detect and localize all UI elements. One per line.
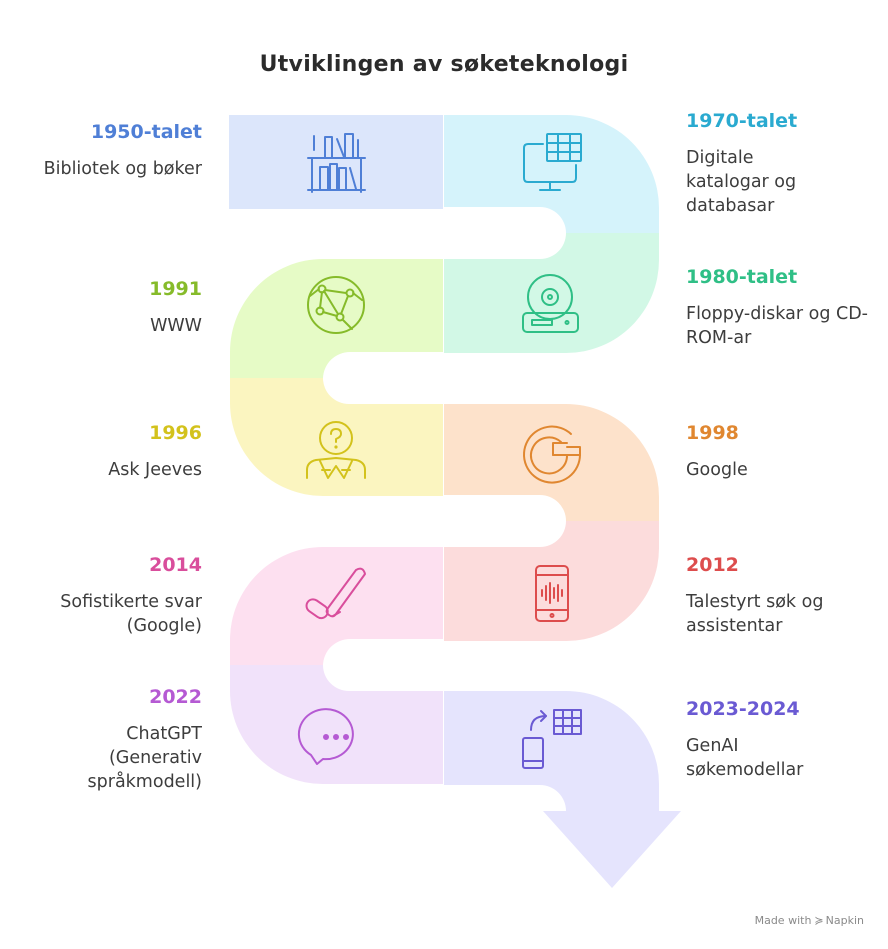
napkin-credit: Made with≽Napkin	[755, 914, 864, 927]
segment-1996	[230, 378, 443, 496]
disk-drive-icon	[522, 274, 579, 333]
page-title: Utviklingen av søketeknologi	[259, 52, 629, 77]
year-2012: 2012	[686, 554, 739, 576]
made-with-label: Made with	[754, 914, 812, 927]
year-1950: 1950-talet	[90, 121, 202, 143]
brand-label: Napkin	[825, 914, 864, 927]
year-1996: 1996	[149, 422, 202, 444]
segment-2023	[444, 691, 681, 888]
desc-1950: Bibliotek og bøker	[43, 159, 202, 179]
segment-2014	[230, 547, 443, 665]
year-2022: 2022	[149, 686, 202, 708]
desc-2014: Sofistikerte svar (Google)	[60, 592, 202, 636]
segment-1950	[229, 115, 443, 209]
year-1970: 1970-talet	[686, 110, 798, 132]
monitor-database-icon	[523, 133, 582, 191]
segment-1980	[444, 233, 659, 353]
bookshelf-icon	[307, 133, 366, 193]
year-2023-2024: 2023-2024	[686, 698, 800, 720]
desc-2022: ChatGPT (Generativ språkmodell)	[87, 724, 202, 792]
desc-1980: Floppy-diskar og CD-ROM-ar	[686, 304, 868, 348]
device-transfer-icon	[522, 709, 582, 769]
segment-1998	[444, 404, 659, 521]
segment-1970	[444, 115, 659, 233]
desc-1996: Ask Jeeves	[108, 460, 202, 480]
butler-question-icon	[306, 421, 366, 479]
segment-2022	[230, 665, 443, 784]
desc-1991: WWW	[150, 316, 202, 336]
year-1980: 1980-talet	[686, 266, 798, 288]
magic-wand-icon	[305, 567, 366, 620]
phone-voice-icon	[535, 565, 569, 622]
desc-2012: Talestyrt søk og assistentar	[686, 592, 824, 636]
segment-2012	[444, 521, 659, 641]
year-1991: 1991	[149, 278, 202, 300]
year-2014: 2014	[149, 554, 202, 576]
google-g-icon	[523, 425, 581, 484]
desc-1970: Digitale katalogar og databasar	[686, 148, 797, 216]
chat-bubble-icon	[297, 708, 354, 765]
year-1998: 1998	[686, 422, 739, 444]
napkin-logo-icon: ≽	[814, 914, 824, 927]
desc-2023-2024: GenAI søkemodellar	[686, 736, 804, 780]
globe-network-icon	[307, 276, 365, 334]
desc-1998: Google	[686, 460, 748, 480]
